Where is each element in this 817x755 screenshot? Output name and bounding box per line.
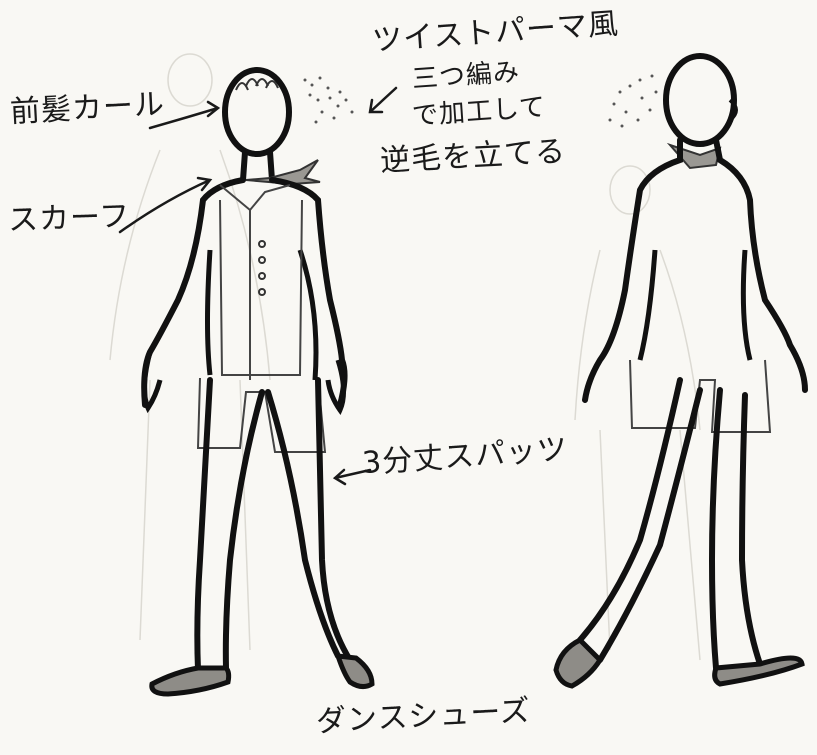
front-right-shoe [334,653,375,690]
arrow-spats [332,468,372,486]
arrow-scarf [118,176,213,234]
back-left-shoe [553,636,604,689]
front-jacket-buttons [258,240,266,296]
bangs-curl-note: 前髪カール [9,86,166,131]
annotation-arrows [118,86,398,486]
back-figure [553,53,808,689]
front-bangs [235,78,279,91]
front-teased-hair [303,76,354,124]
back-body-outline [582,137,808,403]
front-legs [194,377,353,673]
arrow-bangs [148,100,221,130]
front-left-shoe [149,665,232,697]
faint-guide-sketch [109,53,701,661]
back-teased-hair [608,74,658,128]
front-jacket [219,184,303,380]
back-right-shoe [712,655,805,687]
scarf-note: スカーフ [7,198,131,239]
arrow-hair [368,86,398,114]
front-figure [141,67,375,697]
back-head [663,53,737,147]
back-spats [629,359,772,433]
back-legs [577,377,763,671]
front-head [222,67,292,157]
